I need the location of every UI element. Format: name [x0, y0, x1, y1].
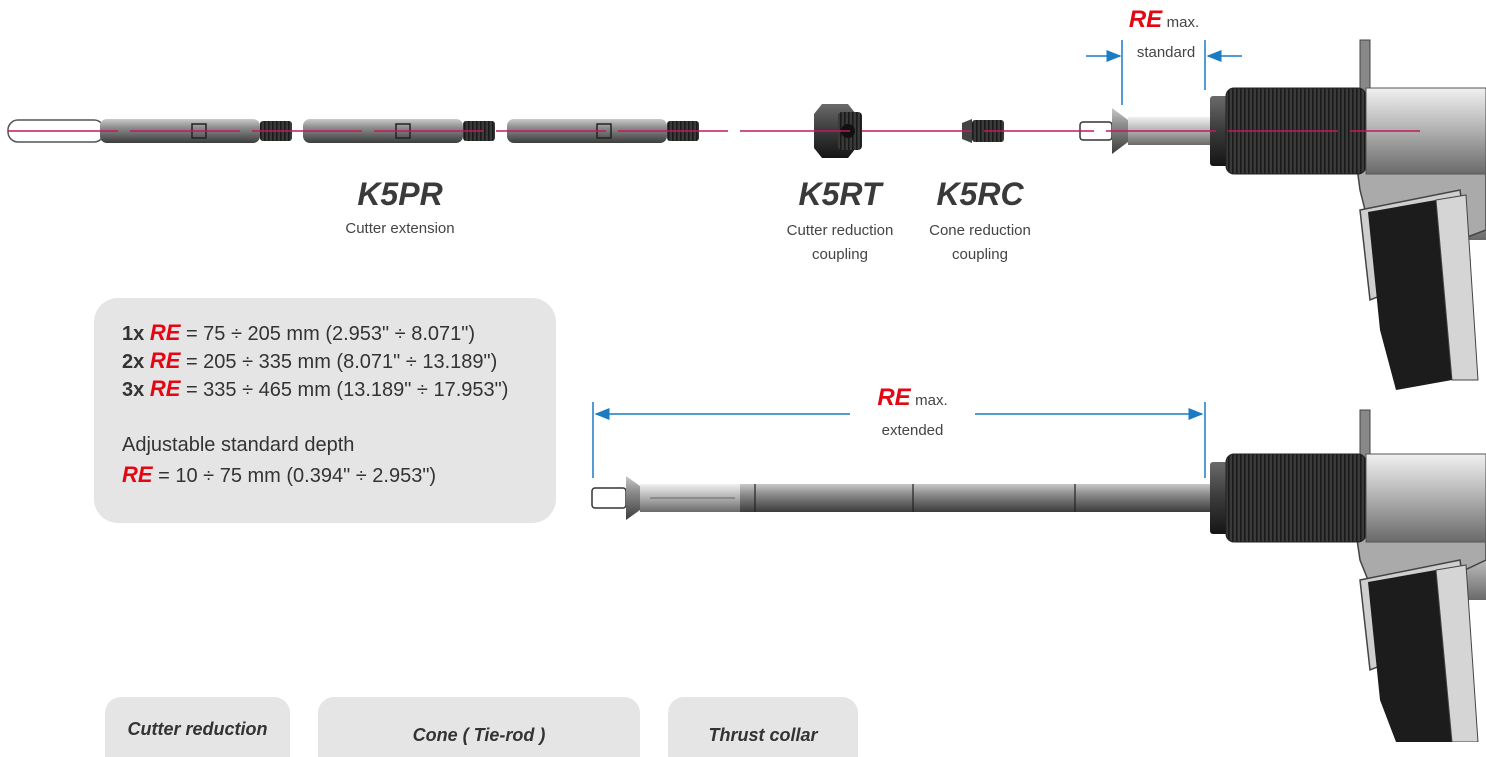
dimension-extended	[592, 402, 1206, 478]
dimension-standard	[1086, 40, 1242, 105]
bottom-panel-title: Cutter reduction	[127, 719, 268, 739]
depth-range: = 75 ÷ 205 mm (2.953" ÷ 8.071")	[185, 323, 476, 345]
part-desc-k5rt-1: Cutter reduction	[786, 222, 894, 239]
depth-row-1x: 1x RE = 75 ÷ 205 mm (2.953" ÷ 8.071")	[122, 320, 475, 346]
bottom-panel-title: Cone ( Tie-rod )	[412, 725, 546, 745]
depth-range: = 205 ÷ 335 mm (8.071" ÷ 13.189")	[185, 351, 498, 373]
depth-row-2x: 2x RE = 205 ÷ 335 mm (8.071" ÷ 13.189")	[122, 348, 497, 374]
depth-row-3x: 3x RE = 335 ÷ 465 mm (13.189" ÷ 17.953")	[122, 376, 508, 402]
multiplier: 1x	[122, 323, 145, 345]
multiplier: 2x	[122, 351, 145, 373]
part-code-k5rt: K5RT	[798, 176, 882, 212]
re-mark: RE	[149, 348, 181, 373]
part-code-k5pr: K5PR	[357, 176, 443, 212]
depth-range: = 335 ÷ 465 mm (13.189" ÷ 17.953")	[185, 379, 509, 401]
re-mark: RE	[1128, 6, 1163, 33]
max-text: max.	[1166, 14, 1200, 31]
depth-range: = 10 ÷ 75 mm (0.394" ÷ 2.953")	[158, 465, 437, 487]
bottom-panel-thrust-collar: Thrust collar	[668, 697, 858, 757]
extended-text: extended	[881, 422, 944, 439]
re-mark: RE	[122, 462, 153, 487]
drill-tool-top	[1210, 39, 1486, 390]
part-desc-k5pr: Cutter extension	[345, 220, 455, 237]
max-text: max.	[915, 392, 948, 409]
part-desc-k5rc-2: coupling	[952, 246, 1008, 263]
standard-text: standard	[1136, 44, 1196, 61]
bottom-panel-cone: Cone ( Tie-rod )	[318, 697, 640, 757]
bottom-panel-title: Thrust collar	[708, 725, 818, 745]
part-desc-k5rt-2: coupling	[812, 246, 868, 263]
part-code-k5rc: K5RC	[936, 176, 1024, 212]
re-max-extended-label: RE max.	[855, 384, 970, 412]
part-desc-k5rc-1: Cone reduction	[929, 222, 1031, 239]
drill-tool-bottom	[1210, 409, 1486, 742]
re-mark: RE	[149, 376, 181, 401]
multiplier: 3x	[122, 379, 145, 401]
re-mark: RE	[149, 320, 181, 345]
adjustable-row: RE = 10 ÷ 75 mm (0.394" ÷ 2.953")	[122, 462, 436, 488]
extended-rod	[591, 476, 1210, 520]
adjustable-heading: Adjustable standard depth	[122, 434, 355, 456]
re-max-standard-label: RE max.	[1124, 6, 1204, 34]
bottom-panel-cutter-reduction: Cutter reduction	[105, 697, 290, 757]
re-mark: RE	[877, 384, 911, 411]
depth-info-panel: 1x RE = 75 ÷ 205 mm (2.953" ÷ 8.071") 2x…	[94, 298, 556, 523]
